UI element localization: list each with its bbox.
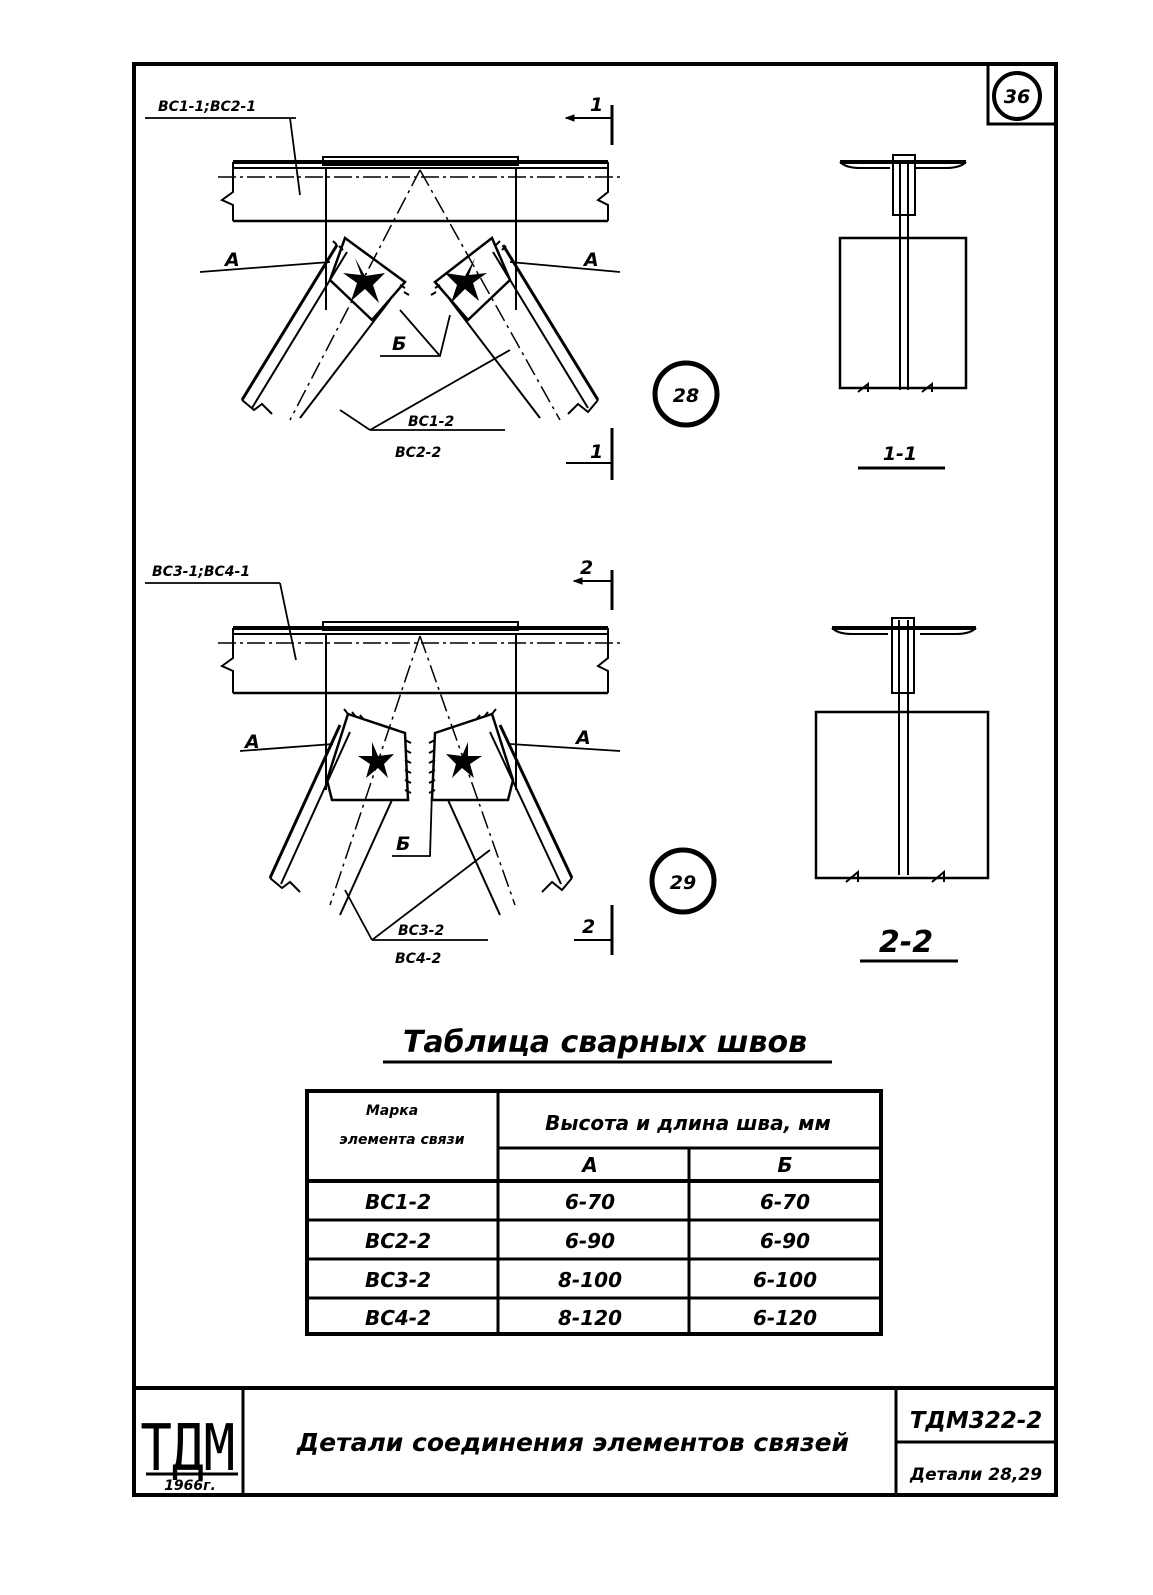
weld-table-title: Таблица сварных швов	[403, 1025, 807, 1060]
detail-29-number: 29	[670, 872, 696, 894]
detail-28-brace-label-top: ВС1-2	[408, 414, 454, 430]
detail-28-weld-a-right: А	[582, 249, 599, 271]
detail-28-elevation	[145, 105, 622, 480]
weld-table-header-b: Б	[777, 1153, 792, 1177]
detail-29-elevation	[145, 570, 622, 955]
sheet-number: 36	[1004, 86, 1030, 108]
stamp-year: 1966г.	[164, 1478, 216, 1494]
weld-table-header-mark-line2: элемента связи	[339, 1132, 464, 1148]
section-2-2-title: 2-2	[879, 925, 933, 960]
detail-28-section-mark-top: 1	[590, 94, 603, 116]
weld-table-row: ВС3-2 8-100 6-100	[365, 1268, 817, 1292]
weld-table-header-a: А	[580, 1153, 597, 1177]
weld-table-cell-mark: ВС1-2	[365, 1190, 431, 1214]
weld-table	[305, 1089, 883, 1336]
detail-29-circle: 29	[649, 847, 717, 915]
weld-table-row: ВС2-2 6-90 6-90	[365, 1229, 810, 1253]
weld-table-cell-a: 8-100	[558, 1268, 622, 1292]
sheet-number-badge: 36	[986, 64, 1056, 126]
detail-29-weld-b: Б	[396, 833, 410, 855]
weld-table-cell-a: 8-120	[558, 1306, 622, 1330]
weld-table-cell-a: 6-90	[565, 1229, 615, 1253]
weld-table-cell-b: 6-90	[760, 1229, 810, 1253]
detail-29-weld-a-left: А	[243, 731, 260, 753]
weld-table-cell-mark: ВС2-2	[365, 1229, 431, 1253]
section-1-1	[838, 154, 968, 470]
weld-table-header-mark-line1: Марка	[366, 1103, 418, 1119]
weld-table-cell-mark: ВС4-2	[365, 1306, 431, 1330]
detail-28-weld-a-left: А	[223, 249, 240, 271]
section-1-1-title: 1-1	[883, 443, 917, 465]
weld-table-row: ВС4-2 8-120 6-120	[365, 1306, 817, 1330]
weld-table-cell-b: 6-70	[760, 1190, 810, 1214]
stamp-code: ТДМ322-2	[910, 1408, 1043, 1434]
weld-table-header-size: Высота и длина шва, мм	[545, 1111, 831, 1135]
detail-28-weld-b: Б	[392, 333, 406, 355]
weld-table-cell-b: 6-120	[753, 1306, 817, 1330]
stamp-title: Детали соединения элементов связей	[296, 1428, 849, 1457]
detail-29-section-mark-bottom: 2	[582, 916, 595, 938]
detail-29-brace-label-top: ВС3-2	[398, 923, 444, 939]
weld-table-row: ВС1-2 6-70 6-70	[365, 1190, 810, 1214]
detail-28-top-callout: ВС1-1;ВС2-1	[158, 99, 256, 115]
detail-28-section-mark-bottom: 1	[590, 441, 603, 463]
tdm-logo: ТДМ 1966г.	[140, 1411, 238, 1494]
detail-29-weld-a-right: А	[574, 727, 591, 749]
title-block	[134, 1386, 1056, 1495]
stamp-sheet: Детали 28,29	[909, 1465, 1042, 1485]
weld-table-cell-mark: ВС3-2	[365, 1268, 431, 1292]
weld-table-cell-b: 6-100	[753, 1268, 817, 1292]
detail-28-number: 28	[673, 385, 699, 407]
detail-29-top-callout: ВС3-1;ВС4-1	[152, 564, 250, 580]
detail-28-circle: 28	[652, 360, 720, 428]
section-2-2	[814, 617, 990, 963]
detail-29-section-mark-top: 2	[580, 557, 593, 579]
weld-table-cell-a: 6-70	[565, 1190, 615, 1214]
detail-28-brace-label-bottom: ВС2-2	[395, 445, 441, 461]
sheet-frame	[132, 62, 1058, 1497]
detail-29-brace-label-bottom: ВС4-2	[395, 951, 441, 967]
